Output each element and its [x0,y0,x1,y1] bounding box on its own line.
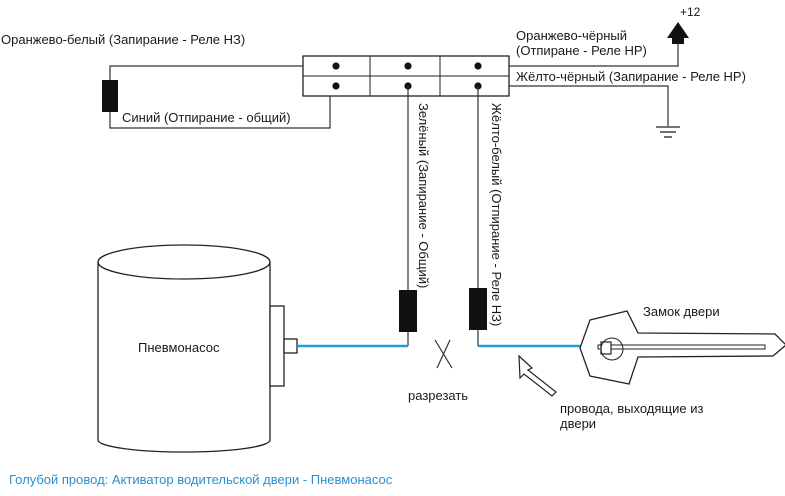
pin-bottom-left [332,82,340,90]
pin-top-middle [404,62,412,70]
pneumatic-pump [97,244,298,453]
label-orange-black-1: Оранжево-чёрный [516,28,627,43]
label-yellow-black: Жёлто-чёрный (Запирание - Реле НР) [516,69,746,84]
pump-flange [269,305,285,387]
pump-nozzle [283,338,298,354]
pin-top-right [474,62,482,70]
right-wires [509,22,689,138]
label-blue-common: Синий (Отпирание - общий) [122,110,291,125]
blue-common-connector [102,80,118,112]
vertical-wires [399,86,487,346]
yellow-white-connector [469,288,487,330]
label-door-wires-1: провода, выходящие из [560,401,703,416]
pin-top-left [332,62,340,70]
label-pump: Пневмонасос [138,340,220,355]
label-door-wires-2: двери [560,416,596,431]
label-orange-black-2: (Отпиране - Реле НР) [516,43,647,58]
left-loop-wire [102,65,331,129]
label-door-lock: Замок двери [643,304,720,319]
door-wires-arrow-icon [518,354,557,397]
ground-icon [656,126,680,138]
label-plus12: +12 [680,5,701,19]
door-lock-actuator [579,310,785,385]
label-green-white: Зелёный (Запирание - Общий) [416,103,431,288]
cut-mark-icon [434,339,453,369]
label-yellow-white: Жёлто-белый (Отпирание - Реле НЗ) [489,103,504,326]
plus12-arrow-icon [667,22,689,44]
caption-blue-wire: Голубой провод: Активатор водительской д… [9,472,393,487]
green-white-connector [399,290,417,332]
label-orange-white: Оранжево-белый (Запирание - Реле НЗ) [1,32,245,47]
relay-connector [302,55,510,97]
label-cut: разрезать [408,388,468,403]
